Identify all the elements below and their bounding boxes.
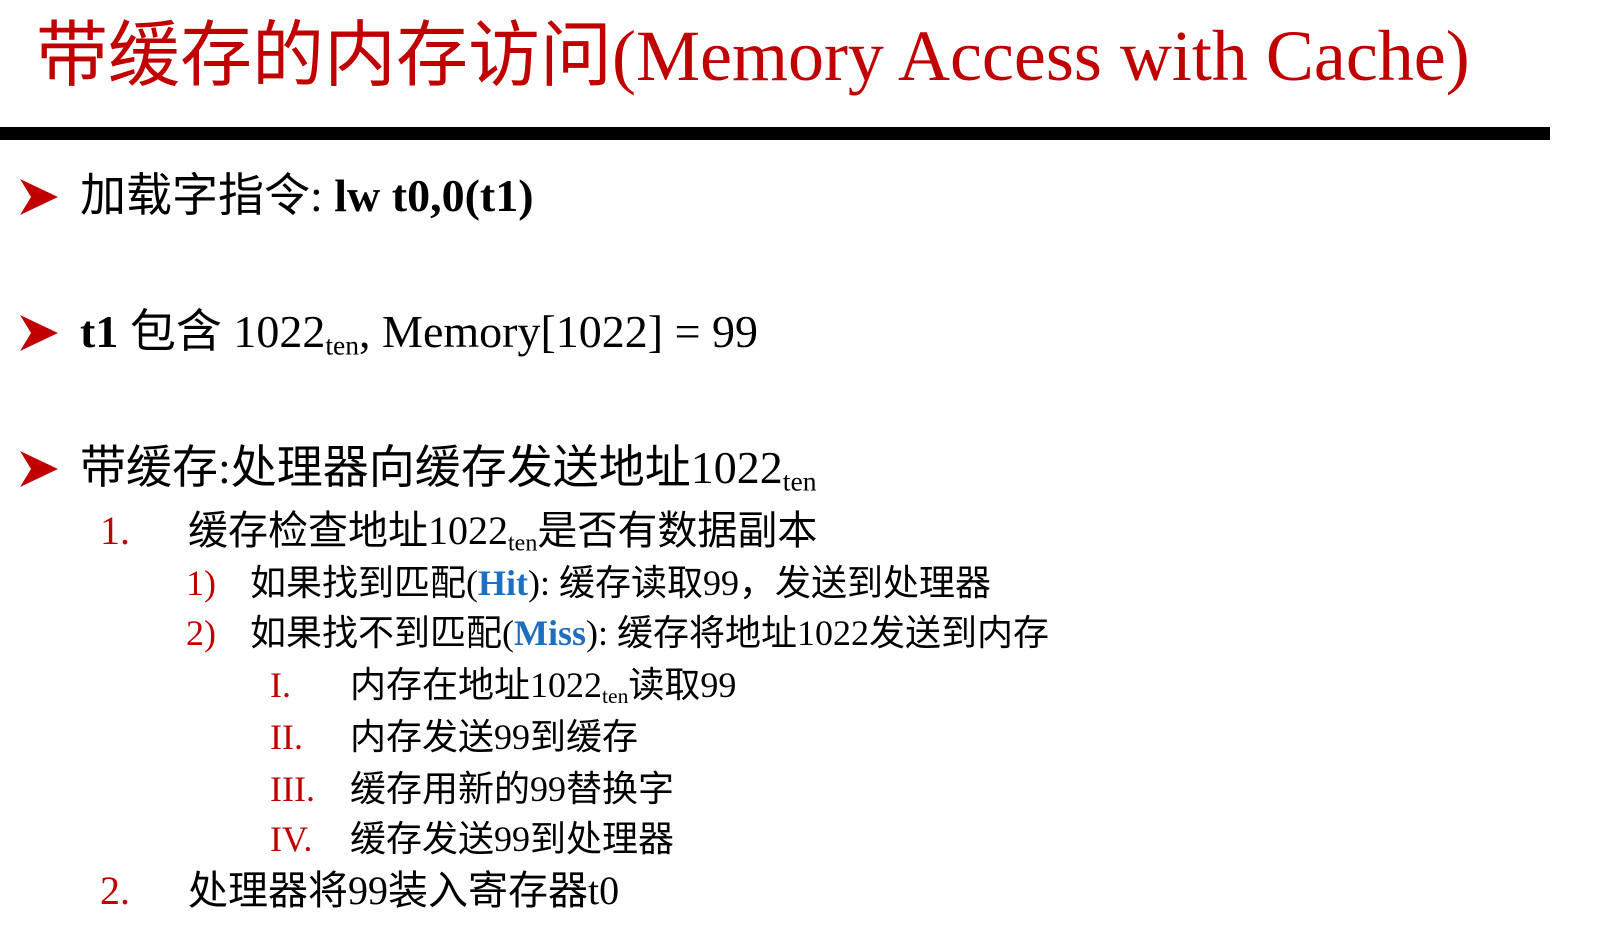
subscript-ten: ten <box>602 684 629 709</box>
step-text-part: ): 缓存读取99，发送到处理器 <box>528 563 991 603</box>
step-text-part: ): 缓存将地址1022发送到内存 <box>586 613 1049 653</box>
step-text-part: 如果找不到匹配( <box>250 613 514 653</box>
step-text: 如果找不到匹配(Miss): 缓存将地址1022发送到内存 <box>250 610 1049 656</box>
bullet-label: 加载字指令: <box>80 170 335 221</box>
bullet-text: 带缓存:处理器向缓存发送地址1022ten <box>80 440 817 496</box>
step-number: 1. <box>100 508 130 553</box>
step-number: III. <box>270 769 315 809</box>
bullet-text: 加载字指令: lw t0,0(t1) <box>80 168 534 224</box>
step-number: 2. <box>100 868 130 913</box>
slide-title: 带缓存的内存访问(Memory Access with Cache) <box>36 16 1470 96</box>
bullet-text-part: 带缓存:处理器向缓存发送地址1022 <box>80 442 783 493</box>
step-text: 如果找到匹配(Hit): 缓存读取99，发送到处理器 <box>250 560 991 606</box>
step-text-part: 是否有数据副本 <box>537 508 818 553</box>
step-text: 缓存检查地址1022ten是否有数据副本 <box>188 508 818 557</box>
step-text: 处理器将99装入寄存器t0 <box>188 868 620 913</box>
step-text-part: 内存在地址1022 <box>350 665 603 705</box>
bullet-text-part: , Memory[1022] = 99 <box>359 306 759 357</box>
miss-keyword: Miss <box>514 613 586 653</box>
step-text-part: 缓存检查地址1022 <box>188 508 508 553</box>
subscript-ten: ten <box>508 530 538 557</box>
step-number: I. <box>270 665 291 705</box>
step-number: 1) <box>186 563 216 603</box>
bullet-text-part: 包含 1022 <box>118 306 326 357</box>
arrow-bullet-icon <box>20 179 58 215</box>
hit-keyword: Hit <box>478 563 528 603</box>
title-divider <box>0 127 1550 140</box>
step-number: 2) <box>186 613 216 653</box>
arrow-bullet-icon <box>20 451 58 487</box>
step-text: 内存在地址1022ten读取99 <box>350 662 736 708</box>
arrow-bullet-icon <box>20 315 58 351</box>
instruction-code: lw t0,0(t1) <box>334 170 534 221</box>
step-number: IV. <box>270 819 313 859</box>
bullet-text: t1 包含 1022ten, Memory[1022] = 99 <box>80 304 758 360</box>
subscript-ten: ten <box>325 329 360 361</box>
step-text: 缓存用新的99替换字 <box>350 769 675 809</box>
step-text-part: 读取99 <box>628 665 737 705</box>
step-text: 缓存发送99到处理器 <box>350 819 675 859</box>
step-text: 内存发送99到缓存 <box>350 717 639 757</box>
step-number: II. <box>270 717 303 757</box>
subscript-ten: ten <box>782 465 817 497</box>
register-name: t1 <box>80 306 119 357</box>
step-text-part: 如果找到匹配( <box>250 563 478 603</box>
